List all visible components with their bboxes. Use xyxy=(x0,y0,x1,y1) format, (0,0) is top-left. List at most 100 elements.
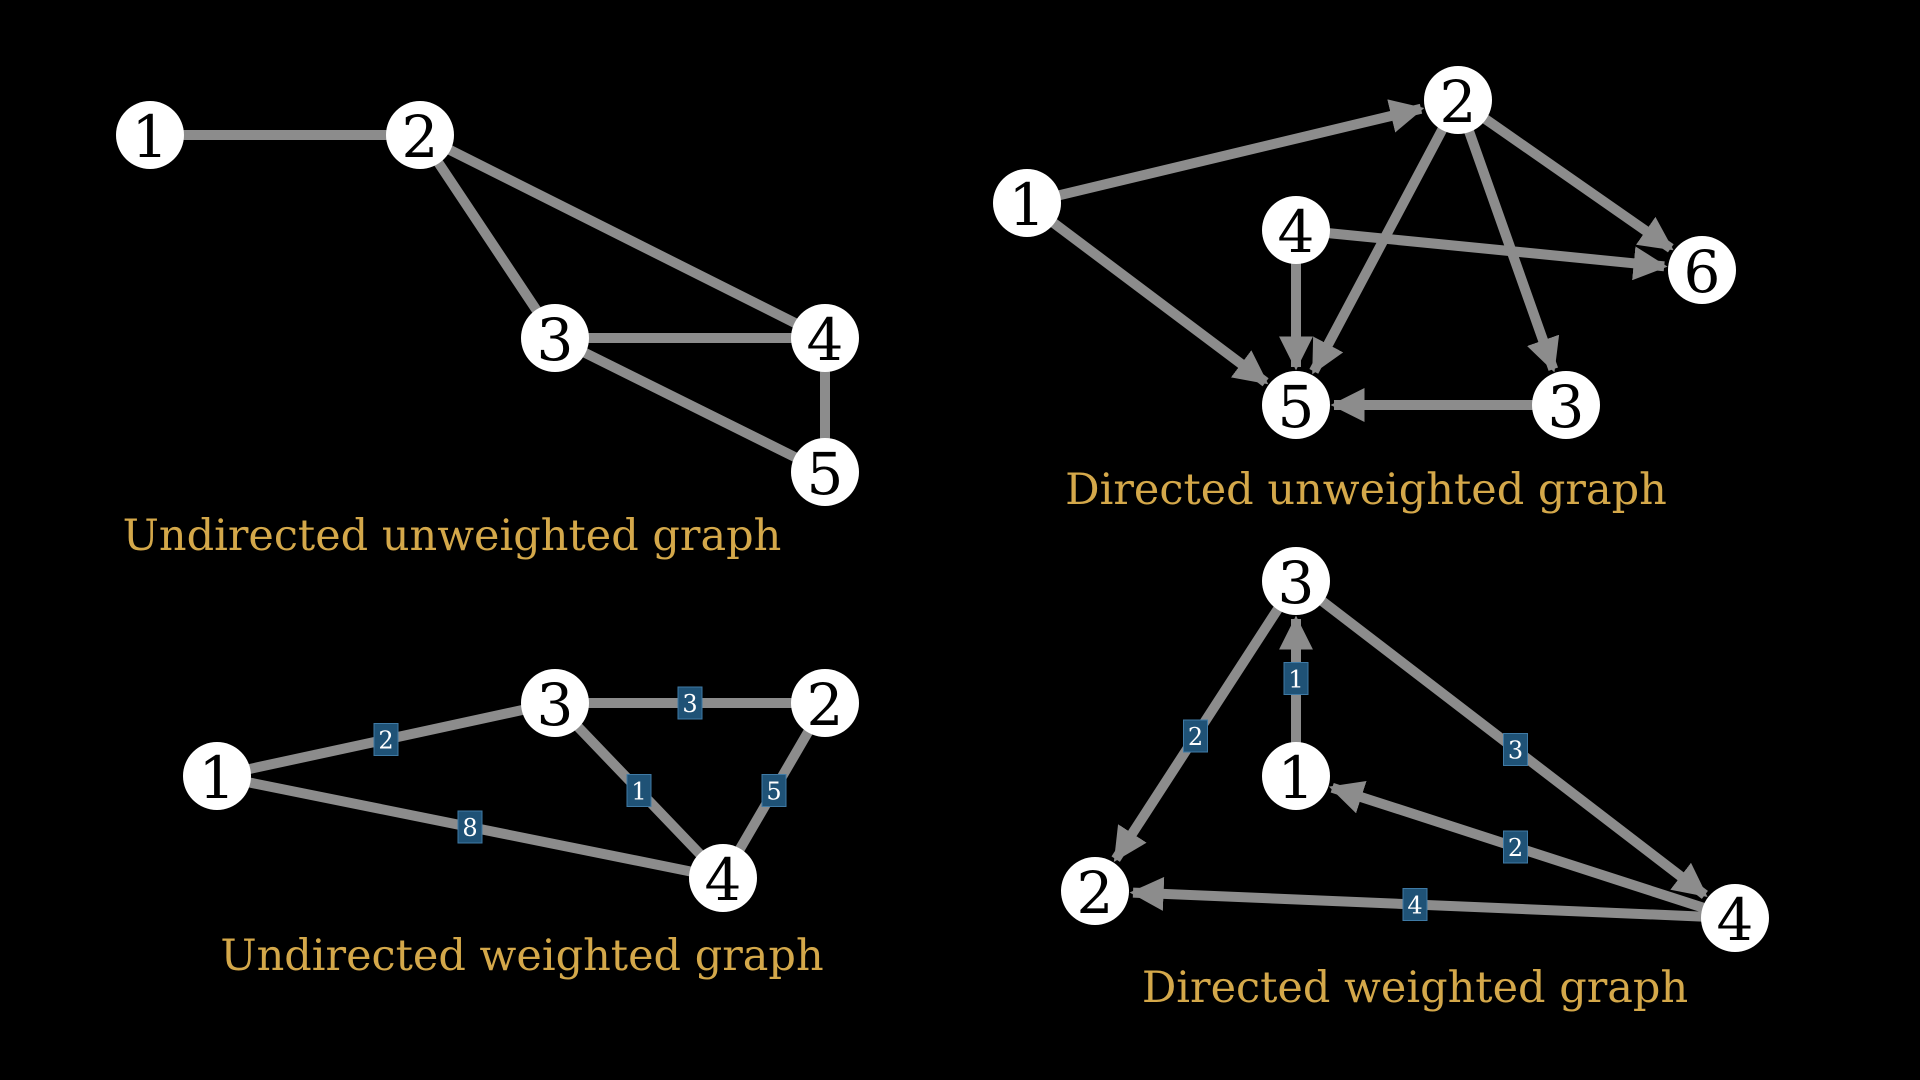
weight-label: 5 xyxy=(766,778,781,806)
node-label: 3 xyxy=(1548,373,1585,441)
node-circle xyxy=(1262,742,1330,810)
weight-label: 3 xyxy=(682,690,697,718)
nodes: 1 2 3 4 5 xyxy=(116,101,859,508)
edges xyxy=(180,130,830,464)
edge-weight: 1 xyxy=(626,774,652,807)
node-circle xyxy=(791,304,859,372)
edge-b2-b5 xyxy=(1309,124,1449,375)
node-label: 4 xyxy=(807,306,844,374)
node-circle xyxy=(521,304,589,372)
nodes: 1 2 3 4 xyxy=(183,669,859,914)
weight-badge xyxy=(1183,719,1208,753)
weights: 2 3 1 5 8 xyxy=(373,686,787,844)
weight-badge xyxy=(1283,662,1309,695)
graph-node: 3 xyxy=(521,304,589,374)
node-label: 1 xyxy=(1009,171,1046,239)
edge-b4-b6 xyxy=(1325,227,1668,281)
edge-weight: 3 xyxy=(1503,733,1528,766)
node-circle xyxy=(791,438,859,506)
node-circle xyxy=(791,669,859,737)
node-circle xyxy=(1424,66,1492,134)
edge-weight: 4 xyxy=(1402,888,1428,921)
graph-undirected-unweighted: 1 2 3 4 5 Undirected unweighted graph xyxy=(116,101,859,561)
edge-b1-b2 xyxy=(1055,99,1425,201)
weight-label: 2 xyxy=(1188,723,1203,751)
node-label: 1 xyxy=(1278,744,1315,812)
weight-label: 1 xyxy=(631,778,646,806)
edge-a3-a5 xyxy=(579,346,801,464)
edge-b1-b5 xyxy=(1047,217,1269,387)
weight-badge xyxy=(677,686,703,720)
node-circle xyxy=(1061,857,1129,925)
edge-a2-a3 xyxy=(432,157,543,316)
caption-undirected-unweighted: Undirected unweighted graph xyxy=(123,511,782,561)
edge-weight: 2 xyxy=(1183,719,1208,753)
graph-node: 1 xyxy=(116,101,184,171)
graph-node: 4 xyxy=(1262,196,1330,266)
node-label: 2 xyxy=(1440,68,1477,136)
graph-directed-weighted: 1 2 3 2 4 1 2 3 4 Directed weighted graph xyxy=(1061,547,1769,1013)
node-circle xyxy=(1532,371,1600,439)
graph-node: 4 xyxy=(791,304,859,374)
edge-weight: 3 xyxy=(677,686,703,720)
node-label: 5 xyxy=(1278,373,1315,441)
graph-node: 6 xyxy=(1668,236,1736,306)
edge-weight: 5 xyxy=(761,774,787,807)
caption-undirected-weighted: Undirected weighted graph xyxy=(220,931,823,981)
node-label: 3 xyxy=(537,671,574,739)
node-label: 3 xyxy=(537,306,574,374)
graph-node: 3 xyxy=(1532,371,1600,441)
node-label: 3 xyxy=(1278,549,1315,617)
node-circle xyxy=(1262,196,1330,264)
edge-weight: 2 xyxy=(1503,830,1528,864)
node-label: 2 xyxy=(402,103,439,171)
node-label: 1 xyxy=(132,103,169,171)
edge-a2-a4 xyxy=(444,143,801,330)
weight-label: 3 xyxy=(1508,737,1523,765)
node-circle xyxy=(1668,236,1736,304)
node-label: 2 xyxy=(1077,859,1114,927)
graph-node: 1 xyxy=(1262,742,1330,812)
node-circle xyxy=(689,844,757,912)
graph-node: 5 xyxy=(791,438,859,508)
weight-badge xyxy=(626,774,652,807)
graph-node: 2 xyxy=(791,669,859,739)
node-label: 6 xyxy=(1684,238,1721,306)
node-circle xyxy=(1262,371,1330,439)
node-label: 4 xyxy=(705,846,742,914)
weight-badge xyxy=(457,810,483,844)
graph-node: 5 xyxy=(1262,371,1330,441)
node-label: 2 xyxy=(807,671,844,739)
edges xyxy=(1111,595,1709,922)
nodes: 1 2 3 4 xyxy=(1061,547,1769,954)
weight-label: 2 xyxy=(1508,834,1523,862)
graph-node: 1 xyxy=(183,742,251,812)
node-circle xyxy=(993,169,1061,237)
edge-weight: 8 xyxy=(457,810,483,844)
node-label: 4 xyxy=(1278,198,1315,266)
node-label: 1 xyxy=(199,744,236,812)
caption-directed-weighted: Directed weighted graph xyxy=(1142,963,1688,1013)
weight-badge xyxy=(373,723,399,756)
graph-node: 2 xyxy=(386,101,454,171)
weight-badge xyxy=(761,774,787,807)
graph-node: 2 xyxy=(1424,66,1492,136)
weight-label: 1 xyxy=(1288,666,1303,694)
weight-badge xyxy=(1503,733,1528,766)
node-circle xyxy=(1262,547,1330,615)
weight-label: 8 xyxy=(462,814,477,842)
node-label: 4 xyxy=(1717,886,1754,954)
weight-badge xyxy=(1503,830,1528,864)
edges xyxy=(1047,99,1674,423)
node-circle xyxy=(1701,884,1769,952)
edge-weight: 2 xyxy=(373,723,399,756)
node-circle xyxy=(386,101,454,169)
nodes: 1 2 3 4 5 6 xyxy=(993,66,1736,441)
graph-node: 3 xyxy=(1262,547,1330,617)
weight-label: 4 xyxy=(1407,892,1422,920)
graph-node: 4 xyxy=(1701,884,1769,954)
graph-node: 2 xyxy=(1061,857,1129,927)
